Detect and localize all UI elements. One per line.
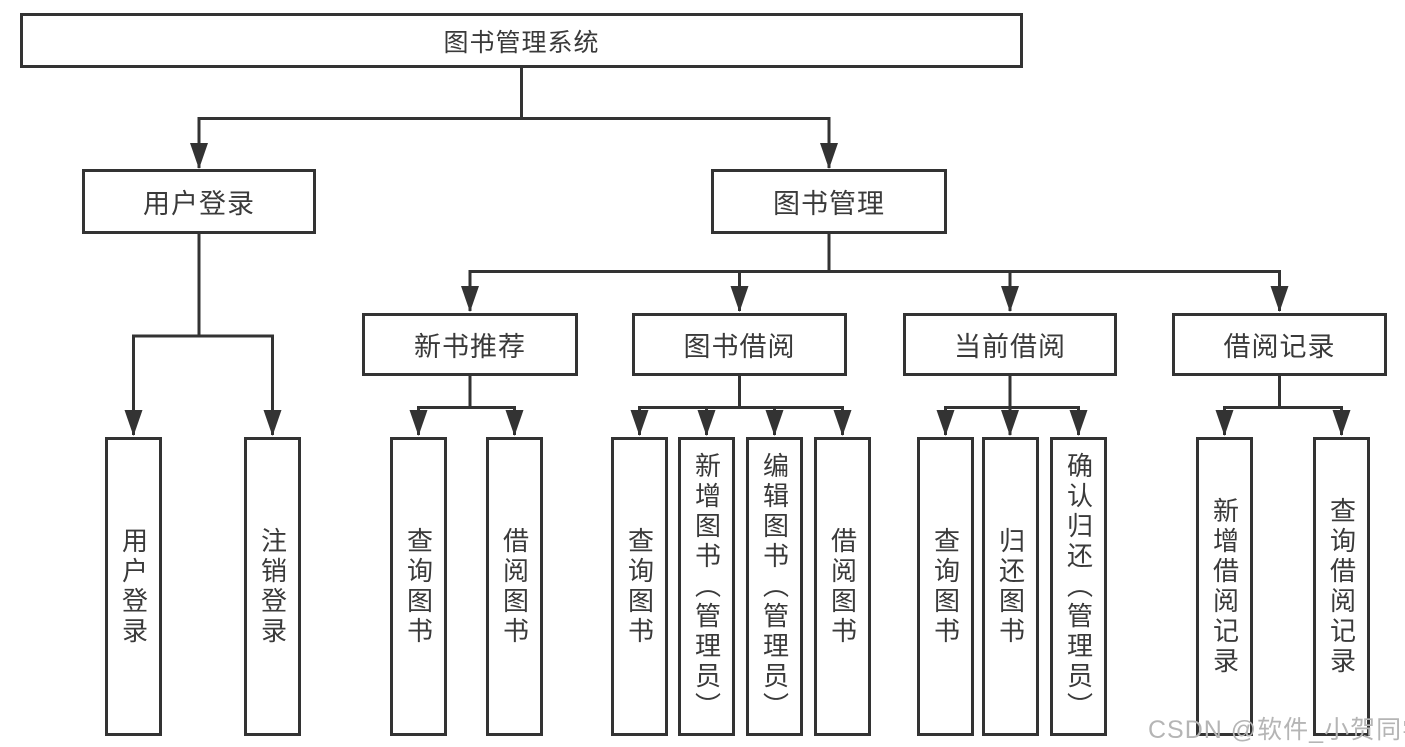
- node-recommend-query-books: 查询图书: [390, 437, 447, 736]
- node-borrowing-edit-books-admin: 编辑图书（管理员）: [746, 437, 803, 736]
- node-book-management: 图书管理: [711, 169, 947, 234]
- node-user-login: 用户登录: [105, 437, 162, 736]
- node-current-return-books: 归还图书: [982, 437, 1039, 736]
- node-recommend-borrow-books: 借阅图书: [486, 437, 543, 736]
- node-logout: 注销登录: [244, 437, 301, 736]
- node-borrowing-add-books-admin: 新增图书（管理员）: [678, 437, 735, 736]
- node-borrowing-borrow-books: 借阅图书: [814, 437, 871, 736]
- node-new-book-recommendation: 新书推荐: [362, 313, 578, 376]
- node-library-management-system: 图书管理系统: [20, 13, 1023, 68]
- node-records-add-borrow-record: 新增借阅记录: [1196, 437, 1253, 736]
- node-current-borrowing: 当前借阅: [903, 313, 1117, 376]
- node-user-login-branch: 用户登录: [82, 169, 316, 234]
- node-borrowing-query-books: 查询图书: [611, 437, 668, 736]
- node-current-query-books: 查询图书: [917, 437, 974, 736]
- node-book-borrowing: 图书借阅: [632, 313, 847, 376]
- node-borrowing-records: 借阅记录: [1172, 313, 1387, 376]
- node-current-confirm-return-admin: 确认归还（管理员）: [1050, 437, 1107, 736]
- csdn-watermark: CSDN @软件_小贺同学: [1148, 716, 1405, 744]
- node-records-query-borrow-record: 查询借阅记录: [1313, 437, 1370, 736]
